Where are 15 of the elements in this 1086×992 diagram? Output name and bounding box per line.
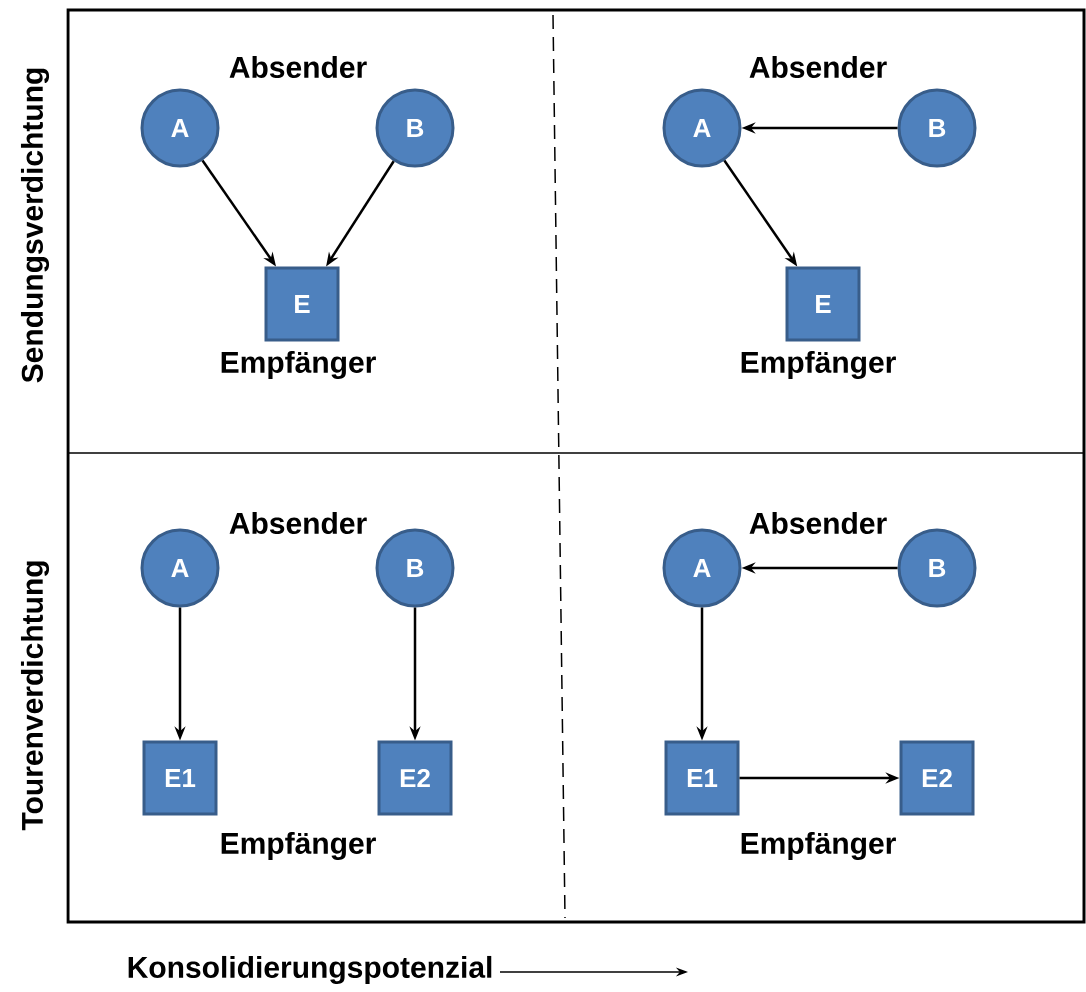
role-label: Empfänger — [221, 831, 376, 861]
axis-label: Tourenverdichtung — [20, 561, 50, 831]
role-label: Absender — [749, 512, 887, 534]
receiver-square: E1 — [142, 740, 218, 816]
receiver-square: E — [785, 266, 861, 342]
role-label: Absender — [749, 56, 887, 78]
role-label: Empfänger — [741, 831, 896, 861]
role-label: Absender — [229, 512, 367, 534]
receiver-square: E2 — [377, 740, 453, 816]
role-label: Absender — [229, 56, 367, 78]
receiver-square: E — [264, 266, 340, 342]
receiver-square: E1 — [664, 740, 740, 816]
receiver-square: E2 — [899, 740, 975, 816]
axis-label: Konsolidierungspotenzial — [128, 955, 492, 985]
axis-label: Sendungsverdichtung — [20, 68, 50, 383]
